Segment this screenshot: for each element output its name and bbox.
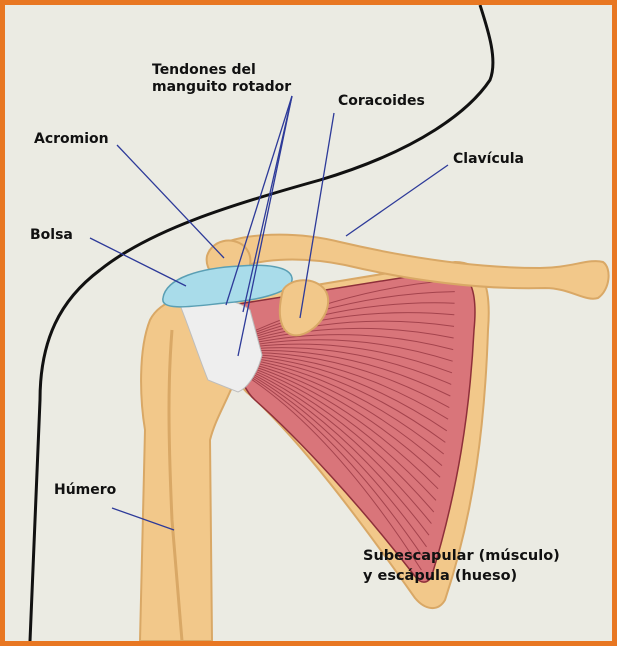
label-tendons-line2: manguito rotador: [152, 79, 291, 95]
label-humerus: Húmero: [54, 482, 117, 498]
leader-clavicle: [346, 165, 448, 236]
subscapularis-muscle: [230, 270, 475, 582]
label-acromion: Acromion: [34, 131, 109, 147]
label-subscapularis-line2: y escápula (hueso): [363, 568, 517, 584]
label-bursa: Bolsa: [30, 227, 73, 243]
leader-acromion: [117, 145, 224, 258]
shoulder-anatomy-illustration: Tendones del manguito rotador Coracoides…: [5, 5, 612, 641]
label-coracoid: Coracoides: [338, 93, 425, 109]
label-subscapularis-line1: Subescapular (músculo): [363, 548, 560, 564]
label-tendons-line1: Tendones del: [152, 62, 256, 78]
label-clavicle: Clavícula: [453, 151, 524, 167]
